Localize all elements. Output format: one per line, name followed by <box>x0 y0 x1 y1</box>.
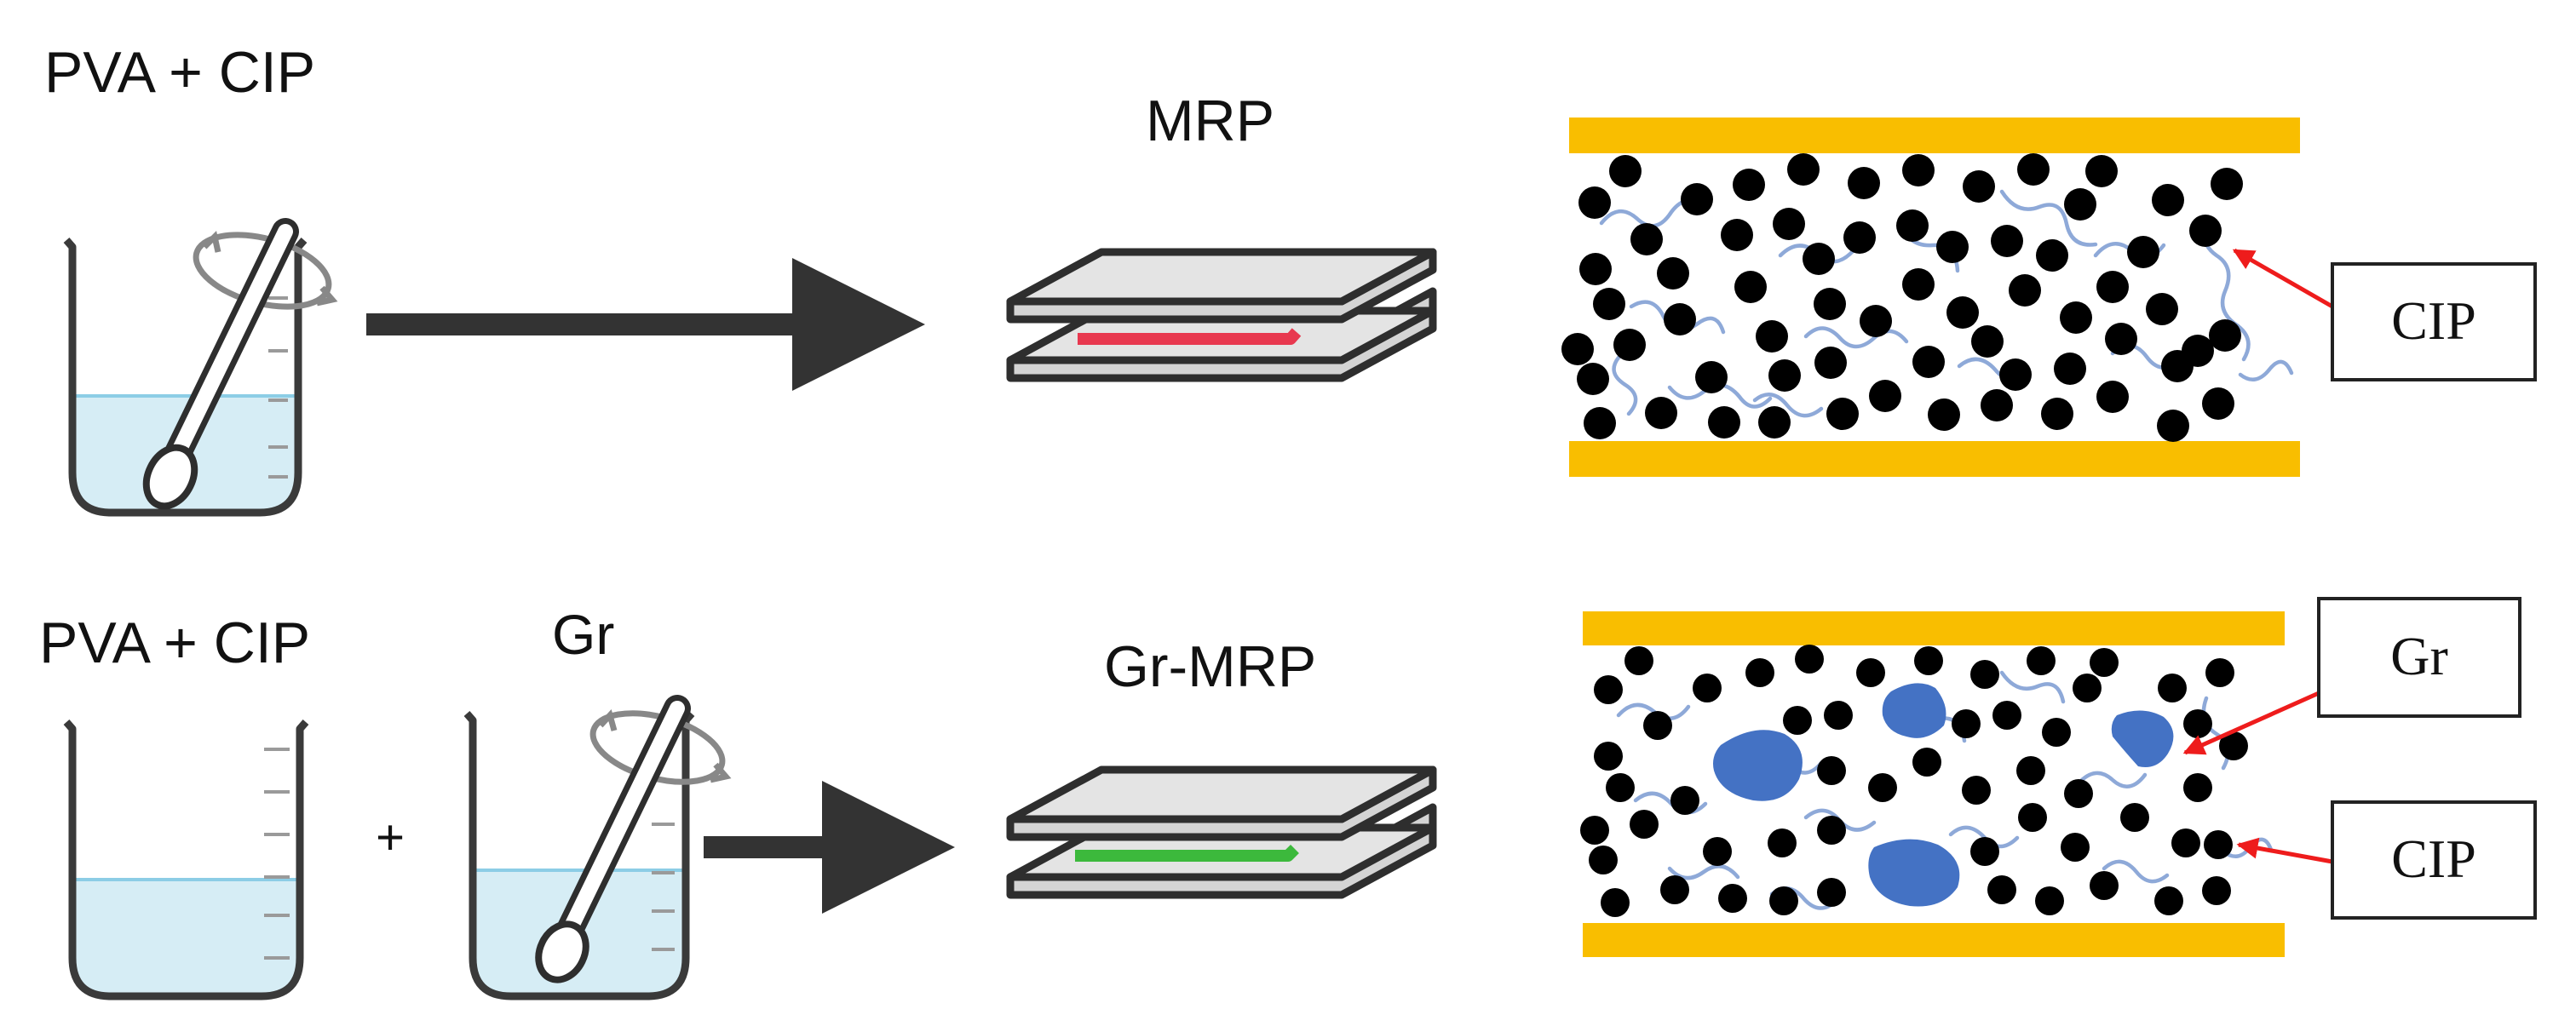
gr-additive-label: Gr <box>552 603 614 666</box>
mrp-label: MRP <box>1146 89 1274 153</box>
top-electrode-plate <box>1583 611 2285 645</box>
gr-mrp-plates-icon <box>1006 765 1437 899</box>
gr-callout-label: Gr <box>2390 626 2448 686</box>
mrp-plates-icon <box>1006 248 1437 382</box>
beaker-icon <box>63 720 309 1000</box>
top-electrode-plate <box>1569 118 2300 153</box>
cip-callout-label: CIP <box>2391 828 2476 889</box>
bottom-electrode-plate <box>1569 441 2300 477</box>
gr-callout-box <box>2317 597 2521 718</box>
mrp-microstructure <box>1561 118 2300 477</box>
callout-pointer <box>2236 837 2333 864</box>
beaker-stirring-icon <box>63 218 338 517</box>
plus-sign: + <box>376 810 405 865</box>
gr-mrp-microstructure <box>1580 611 2285 957</box>
callout-pointer <box>2232 248 2334 309</box>
beaker-stirring-icon <box>463 695 732 1000</box>
callout-pointer <box>2182 691 2320 755</box>
bottom-electrode-plate <box>1583 923 2285 957</box>
gr-mrp-label: Gr-MRP <box>1104 634 1316 699</box>
cip-callout-label: CIP <box>2391 290 2476 351</box>
top-beaker-label: PVA + CIP <box>44 40 315 105</box>
cip-callout-box <box>2331 262 2537 381</box>
cip-callout-box <box>2331 800 2537 920</box>
bottom-beaker-label: PVA + CIP <box>39 611 310 675</box>
